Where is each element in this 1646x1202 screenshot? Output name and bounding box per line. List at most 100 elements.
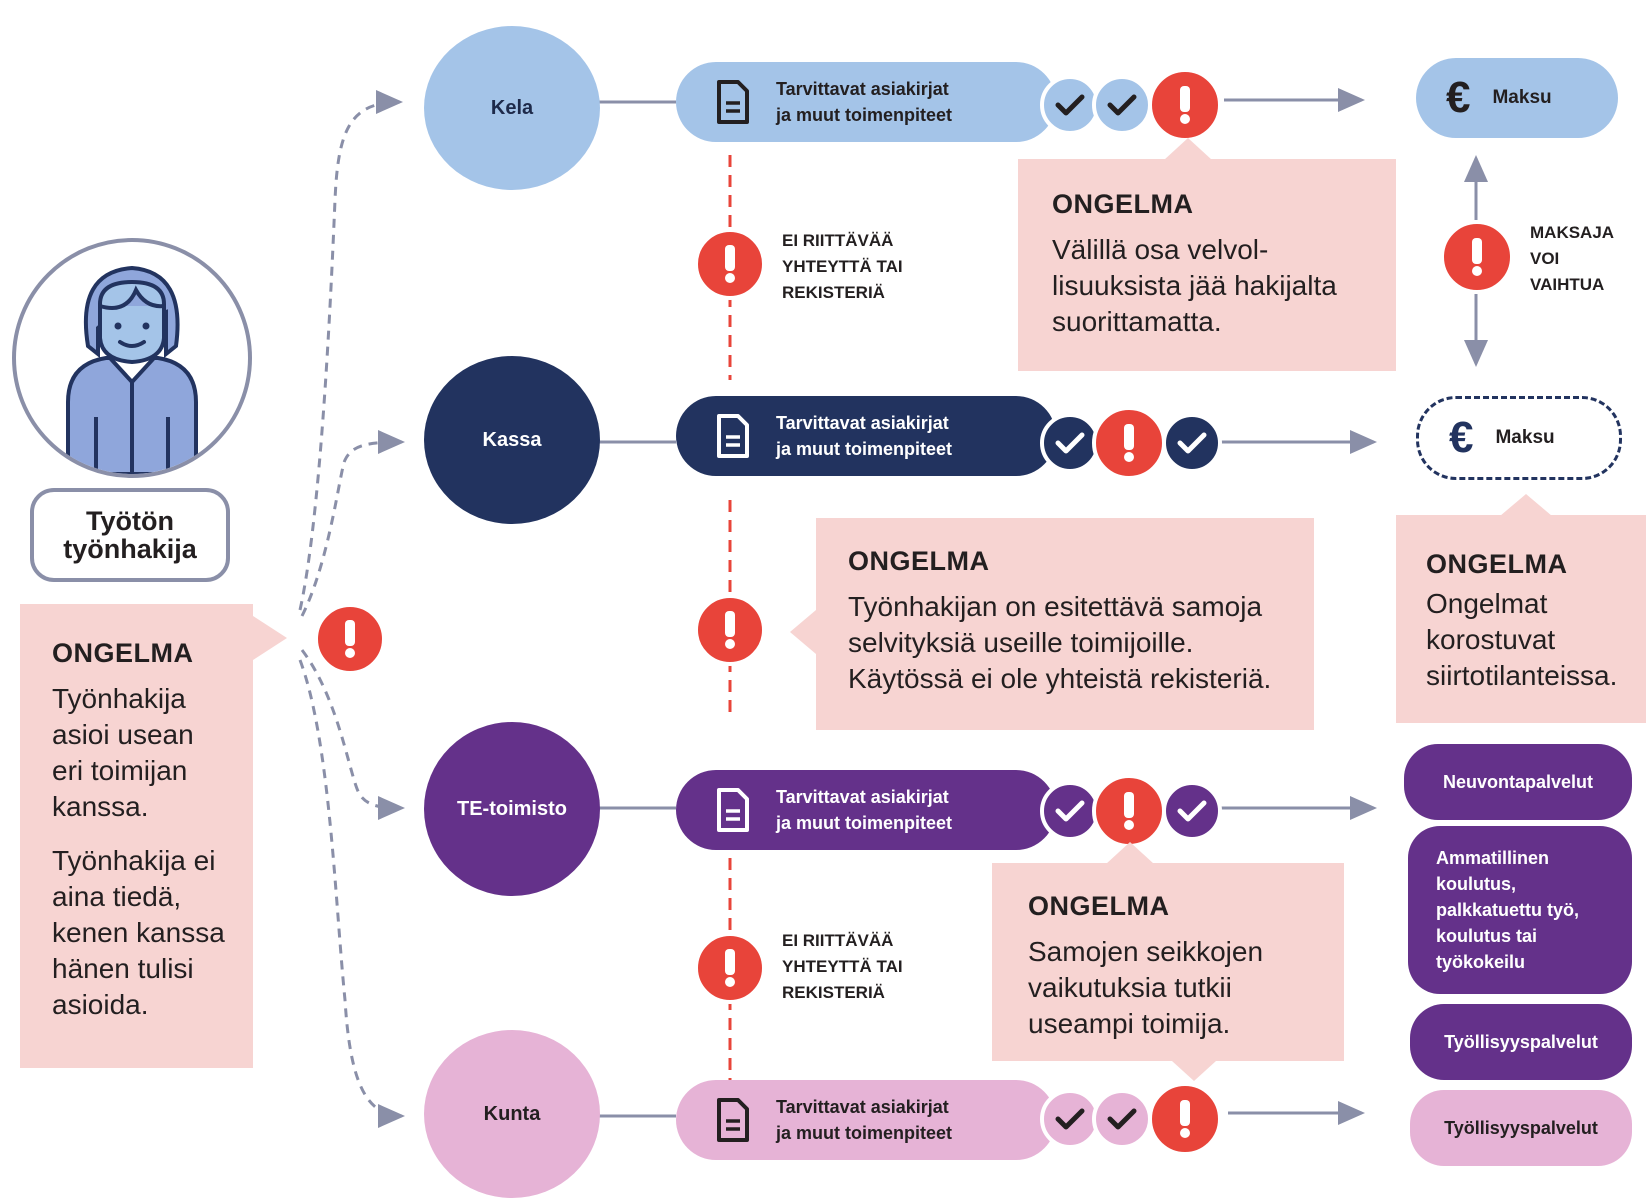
text-line: Välillä osa velvol- <box>1052 234 1269 265</box>
te-problem-tail <box>1106 842 1154 864</box>
check-icon <box>1040 413 1100 473</box>
task-pill-text: Tarvittavat asiakirjat ja muut toimenpite… <box>776 1094 952 1146</box>
check-icon <box>1162 781 1222 841</box>
service-label: Työllisyyspalvelut <box>1444 1032 1598 1052</box>
te-problem-callout: ONGELMA Samojen seikkojen vaikutuksia tu… <box>992 863 1344 1061</box>
text-line: asioi usean <box>52 719 194 750</box>
payment-problem-callout: ONGELMA Ongelmat korostuvat siirtotilant… <box>1396 515 1646 723</box>
text-line: YHTEYTTÄ TAI <box>782 957 903 976</box>
text-line: VAIHTUA <box>1530 275 1605 294</box>
text-line: ja muut toimenpiteet <box>776 1123 953 1143</box>
actor-te-toimisto[interactable]: TE-toimisto <box>424 722 600 896</box>
check-icon <box>1040 781 1100 841</box>
text-line: lisuuksista jää hakijalta <box>1052 270 1337 301</box>
service-label: Ammatillinen koulutus, palkkatuettu työ,… <box>1436 845 1579 975</box>
euro-icon: € <box>1449 413 1474 462</box>
text-line: hänen tulisi <box>52 953 194 984</box>
text-line: siirtotilanteissa. <box>1426 660 1618 691</box>
check-icon <box>1162 413 1222 473</box>
kela-problem-text: Välillä osa velvol- lisuuksista jää haki… <box>1052 232 1396 340</box>
kela-problem-heading: ONGELMA <box>1052 189 1194 219</box>
alert-icon <box>694 932 766 1004</box>
text-line: useampi toimija. <box>1028 1008 1231 1039</box>
text-line: ja muut toimenpiteet <box>776 105 953 125</box>
payment-label: Maksu <box>1495 427 1555 448</box>
text-line: aina tiedä, <box>52 881 182 912</box>
payment-kassa[interactable]: € Maksu <box>1416 396 1622 480</box>
kassa-problem-callout: ONGELMA Työnhakijan on esitettävä samoja… <box>816 518 1314 730</box>
text-line: koulutus tai <box>1436 926 1538 946</box>
payment-problem-text: Ongelmat korostuvat siirtotilanteissa. <box>1426 586 1646 694</box>
left-problem-text-1: Työnhakija asioi usean eri toimijan kans… <box>52 681 253 825</box>
text-line: Tarvittavat asiakirjat <box>776 787 949 807</box>
actor-kassa-label: Kassa <box>482 428 542 451</box>
alert-icon <box>1440 220 1514 294</box>
status-kela <box>1040 68 1222 142</box>
text-line: eri toimijan <box>52 755 188 786</box>
text-line: selvityksiä useille toimijoille. <box>848 627 1194 658</box>
kela-problem-callout: ONGELMA Välillä osa velvol- lisuuksista … <box>1018 159 1396 371</box>
actor-kunta[interactable]: Kunta <box>424 1030 600 1198</box>
text-line: Tarvittavat asiakirjat <box>776 1097 949 1117</box>
text-line: ja muut toimenpiteet <box>776 439 953 459</box>
text-line: Käytössä ei ole yhteistä rekisteriä. <box>848 663 1272 694</box>
text-line: asioida. <box>52 989 149 1020</box>
document-icon <box>717 414 749 458</box>
text-line: REKISTERIÄ <box>782 983 885 1002</box>
insufficient-connection-note-1: EI RIITTÄVÄÄ YHTEYTTÄ TAI REKISTERIÄ <box>782 228 903 306</box>
actor-kassa[interactable]: Kassa <box>424 356 600 524</box>
task-pill-kunta[interactable]: Tarvittavat asiakirjat ja muut toimenpite… <box>676 1080 1056 1160</box>
service-label: Neuvontapalvelut <box>1442 772 1594 792</box>
task-pill-kela[interactable]: Tarvittavat asiakirjat ja muut toimenpite… <box>676 62 1056 142</box>
document-icon <box>717 1098 749 1142</box>
task-pill-kassa[interactable]: Tarvittavat asiakirjat ja muut toimenpite… <box>676 396 1056 476</box>
alert-icon <box>694 228 766 300</box>
text-line: EI RIITTÄVÄÄ <box>782 231 894 250</box>
text-line: MAKSAJA <box>1530 223 1615 242</box>
alert-icon <box>694 594 766 666</box>
actor-te-toimisto-label: TE-toimisto <box>457 797 567 820</box>
service-neuvontapalvelut[interactable]: Neuvontapalvelut <box>1404 744 1632 820</box>
insufficient-connection-note-2: EI RIITTÄVÄÄ YHTEYTTÄ TAI REKISTERIÄ <box>782 928 903 1006</box>
text-line: kenen kanssa <box>52 917 225 948</box>
task-pill-text: Tarvittavat asiakirjat ja muut toimenpite… <box>776 76 952 128</box>
task-pill-text: Tarvittavat asiakirjat ja muut toimenpite… <box>776 410 952 462</box>
service-tyollisyyspalvelut-kunta[interactable]: Työllisyyspalvelut <box>1410 1090 1632 1166</box>
status-te-toimisto <box>1040 774 1222 848</box>
text-line: REKISTERIÄ <box>782 283 885 302</box>
text-line: Tarvittavat asiakirjat <box>776 413 949 433</box>
te-problem-bottom-tail <box>1172 1061 1216 1081</box>
text-line: koulutus, <box>1436 874 1516 894</box>
left-problem-tail <box>253 616 287 660</box>
check-icon <box>1040 75 1100 135</box>
text-line: työkokeilu <box>1436 952 1526 972</box>
text-line: suorittamatta. <box>1052 306 1222 337</box>
service-tyollisyyspalvelut-te[interactable]: Työllisyyspalvelut <box>1410 1004 1632 1080</box>
text-line: korostuvat <box>1426 624 1556 655</box>
text-line: vaikutuksia tutkii <box>1028 972 1232 1003</box>
status-kunta <box>1040 1082 1222 1156</box>
check-icon <box>1092 75 1152 135</box>
actor-kela[interactable]: Kela <box>424 26 600 190</box>
text-line: palkkatuettu työ, <box>1436 900 1580 920</box>
text-line: Ongelmat <box>1426 588 1548 619</box>
person-label-line1: Työtön <box>86 506 174 536</box>
payment-kela[interactable]: € Maksu <box>1416 58 1618 138</box>
payment-label: Maksu <box>1492 87 1552 108</box>
alert-icon <box>1092 774 1166 848</box>
left-problem-heading: ONGELMA <box>52 638 194 668</box>
status-kassa <box>1040 406 1222 480</box>
check-icon <box>1092 1089 1152 1149</box>
text-line: VOI <box>1530 249 1560 268</box>
payer-may-change-note: MAKSAJA VOI VAIHTUA <box>1530 220 1614 298</box>
text-line: Tarvittavat asiakirjat <box>776 79 949 99</box>
actor-kela-label: Kela <box>490 96 534 119</box>
check-icon <box>1040 1089 1100 1149</box>
euro-icon: € <box>1446 73 1471 122</box>
alert-icon <box>1092 406 1166 480</box>
left-problem-callout: ONGELMA Työnhakija asioi usean eri toimi… <box>20 604 253 1068</box>
te-problem-heading: ONGELMA <box>1028 891 1170 921</box>
service-ammatillinen-koulutus[interactable]: Ammatillinen koulutus, palkkatuettu työ,… <box>1408 826 1632 994</box>
